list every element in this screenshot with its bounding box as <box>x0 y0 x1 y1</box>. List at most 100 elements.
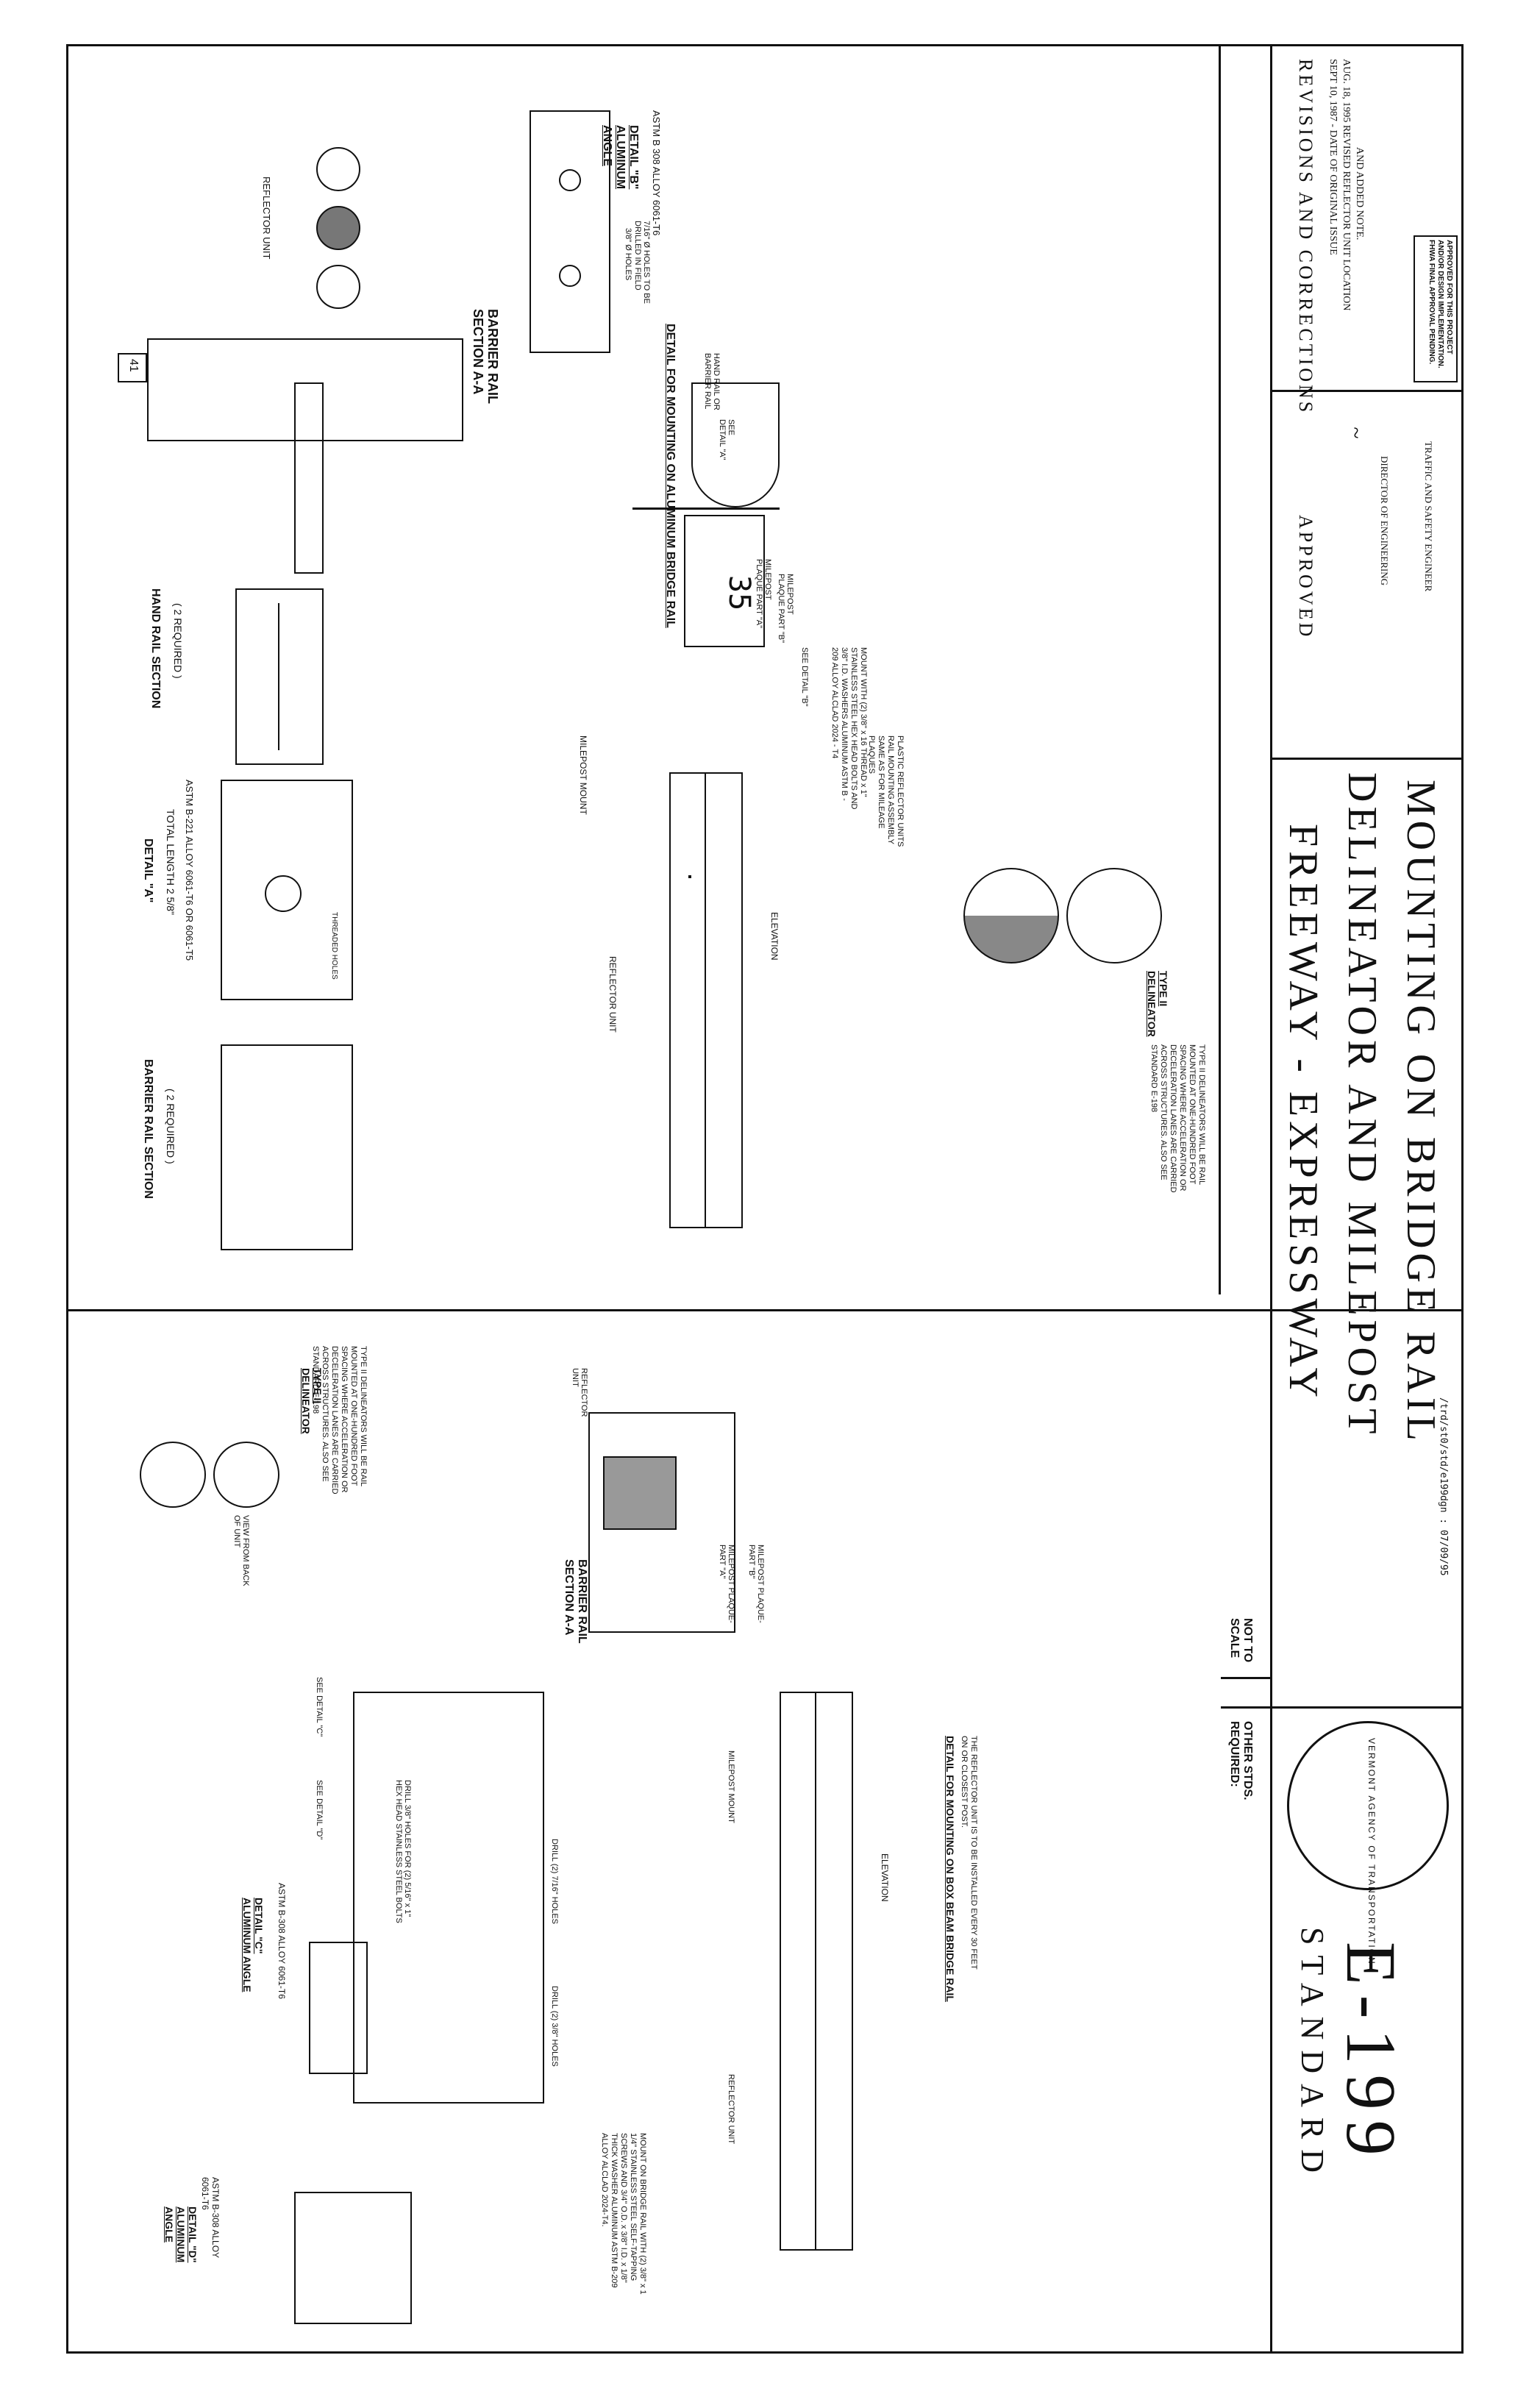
signature-1-title: DIRECTOR OF ENGINEERING <box>1379 456 1390 585</box>
barrier-rail-section-aa-right: BARRIER RAIL SECTION A-A <box>563 1559 588 1644</box>
elevation-reflector-unit: REFLECTOR UNIT <box>607 956 618 1033</box>
revision-entry-2: AUG. 18, 1995 REVISED REFLECTOR UNIT LOC… <box>1341 59 1352 311</box>
drill-holes-2: DRILL (2) 3/8" HOLES <box>550 1986 559 2067</box>
revisions-heading: REVISIONS AND CORRECTIONS <box>1295 59 1316 416</box>
box-beam-reflector <box>603 1456 677 1530</box>
detail-b-angle <box>530 110 610 353</box>
barrier-rail-slab <box>294 382 324 574</box>
title-line-1: FREEWAY - EXPRESSWAY <box>1280 824 1326 1402</box>
type2-back-2 <box>213 1442 279 1508</box>
elevation-rail <box>669 772 743 1228</box>
detail-c-title: DETAIL "C" ALUMINUM ANGLE <box>241 1898 265 1992</box>
file-reference: /trd/st0/std/e199dgn : 07/09/95 <box>1438 1397 1449 1576</box>
mount-note: MOUNT WITH (2) 3/8" x 16 THREAD x 1" STA… <box>830 647 868 810</box>
plaque-41-box: 41 <box>118 353 147 382</box>
milepost-plaque-a: 35 <box>684 515 765 647</box>
plastic-reflector-note: PLASTIC REFLECTOR UNITS RAIL MOUNTING AS… <box>867 735 905 847</box>
scale-divider <box>1221 1706 1464 1709</box>
hand-rail-centerline <box>278 603 279 750</box>
detail-c-drawing <box>309 1942 368 2074</box>
plaque-post <box>632 507 780 510</box>
box-beam-reflector-unit: REFLECTOR UNIT <box>727 2074 735 2145</box>
approval-box: APPROVED FOR THIS PROJECT AND/OR DESIGN … <box>1414 235 1458 382</box>
drill-holes: DRILL (2) 7/16" HOLES <box>550 1839 559 1924</box>
detail-b-holes: 3/8" Ø HOLES <box>624 228 632 281</box>
see-detail-c: SEE DETAIL "C" <box>315 1677 324 1737</box>
title-divider-2 <box>1219 44 1221 1294</box>
milepost-mount-label: MILEPOST MOUNT <box>578 735 588 815</box>
drill-note: DRILL 3/8" HOLES FOR (2) 5/16" x 1" HEX … <box>394 1780 412 1923</box>
hand-rail-section: HAND RAIL SECTION <box>149 588 162 709</box>
hand-rail-label: HAND RAIL OR BARRIER RAIL <box>703 353 721 410</box>
see-detail-d: SEE DETAIL "D" <box>315 1780 324 1840</box>
approved-divider <box>1272 758 1464 760</box>
elevation-label: ELEVATION <box>769 912 780 961</box>
box-beam-milepost-mount: MILEPOST MOUNT <box>727 1750 735 1823</box>
plaque-35: 35 <box>722 575 756 611</box>
detail-d-drawing <box>294 2192 412 2324</box>
milepost-part-a: MILEPOST PLAQUE PART "A" <box>755 559 772 629</box>
detail-a-length: TOTAL LENGTH 2 5/8" <box>165 809 177 915</box>
title-line-3: MOUNTING ON BRIDGE RAIL <box>1398 780 1444 1445</box>
scale-divider-2 <box>1221 1677 1272 1679</box>
mount-box-note: MOUNT ON BRIDGE RAIL WITH (2) 3/8" x 1 1… <box>600 2133 647 2295</box>
hand-rail-required: ( 2 REQUIRED ) <box>172 603 184 679</box>
detail-b-title: DETAIL "B" ALUMINUM ANGLE <box>601 125 640 190</box>
detail-b-hole-2 <box>559 265 581 287</box>
threaded-holes: THREADED HOLES <box>330 912 338 980</box>
reflector-unit-label: REFLECTOR UNIT <box>261 177 272 260</box>
type2-title: TYPE II DELINEATOR <box>1146 971 1169 1037</box>
see-detail-b: SEE DETAIL "B" <box>800 647 809 707</box>
agency-seal: VERMONT AGENCY OF TRANSPORTATION <box>1287 1721 1449 1965</box>
detail-a-hole <box>265 875 302 912</box>
reflector-unit-1 <box>316 147 360 191</box>
reflector-unit-right: REFLECTOR UNIT <box>571 1368 588 1417</box>
revision-entry-1: SEPT 10, 1987 - DATE OF ORIGINAL ISSUE <box>1327 59 1338 255</box>
reflector-unit-2 <box>316 206 360 250</box>
plaque-41: 41 <box>127 359 140 372</box>
detail-d-title: DETAIL "D" ALUMINUM ANGLE <box>163 2206 199 2263</box>
box-beam-elevation-label: ELEVATION <box>880 1853 890 1902</box>
elevation-midline <box>705 772 706 1228</box>
barrier-rail-section: BARRIER RAIL SECTION <box>142 1059 154 1199</box>
barrier-rail-section-drawing <box>221 1044 353 1250</box>
standard-label: STANDARD <box>1294 1927 1330 2184</box>
reflector-unit-3 <box>316 265 360 309</box>
detail-b-hole-1 <box>559 169 581 191</box>
sheet-center-divider <box>66 1309 1464 1311</box>
hand-rail-section-drawing <box>235 588 324 765</box>
other-stds-label: OTHER STDS. REQUIRED: <box>1228 1721 1254 1800</box>
detail-d-spec: ASTM B-308 ALLOY 6061-T6 <box>200 2177 221 2258</box>
detail-c-d-assembly <box>353 1692 544 2104</box>
agency-seal-text: VERMONT AGENCY OF TRANSPORTATION <box>1366 1738 1377 1965</box>
detail-b-drill: 7/16" Ø HOLES TO BE DRILLED IN FIELD <box>633 221 651 304</box>
approval-box-text: APPROVED FOR THIS PROJECT AND/OR DESIGN … <box>1427 240 1453 368</box>
type2-reflector-2 <box>963 868 1059 963</box>
detail-mount-aluminum: DETAIL FOR MOUNTING ON ALUMINUM BRIDGE R… <box>664 324 677 628</box>
type2-reflector-1 <box>1066 868 1162 963</box>
title-line-2: DELINEATOR AND MILEPOST <box>1339 772 1385 1439</box>
milepost-part-a-2: MILEPOST PLAQUE-PART "A" <box>718 1545 735 1623</box>
box-beam-note: THE REFLECTOR UNIT IS TO BE INSTALLED EV… <box>960 1736 978 1970</box>
type2-back-1 <box>140 1442 206 1508</box>
box-beam-elevation <box>780 1692 853 2251</box>
detail-a-spec: ASTM B-221 ALLOY 6061-T6 OR 6061-T5 <box>184 780 195 961</box>
view-from-back: VIEW FROM BACK OF UNIT <box>232 1515 250 1586</box>
barrier-rail-required: ( 2 REQUIRED ) <box>165 1089 177 1164</box>
revision-entry-3: AND ADDED NOTE. <box>1354 147 1365 241</box>
approved-heading: APPROVED <box>1295 515 1316 640</box>
milepost-part-b: MILEPOST PLAQUE PART "B" <box>777 574 794 644</box>
type2-note: TYPE II DELINEATORS WILL BE RAIL MOUNTED… <box>1149 1044 1206 1193</box>
milepost-part-b-2: MILEPOST PLAQUE-PART "B" <box>747 1545 765 1623</box>
spacer <box>688 875 691 878</box>
barrier-rail-section-aa: BARRIER RAIL SECTION A-A <box>471 309 500 404</box>
box-beam-midline <box>815 1692 816 2251</box>
signature-1: ~ <box>1344 427 1368 439</box>
signature-2-title: TRAFFIC AND SAFETY ENGINEER <box>1423 441 1434 592</box>
standard-number: E-199 <box>1332 1942 1411 2166</box>
box-beam-mount-title: DETAIL FOR MOUNTING ON BOX BEAM BRIDGE R… <box>944 1736 956 2002</box>
detail-b-spec: ASTM B 308 ALLOY 6061-T6 <box>651 110 662 236</box>
not-to-scale-label: NOT TO SCALE <box>1228 1618 1254 1663</box>
